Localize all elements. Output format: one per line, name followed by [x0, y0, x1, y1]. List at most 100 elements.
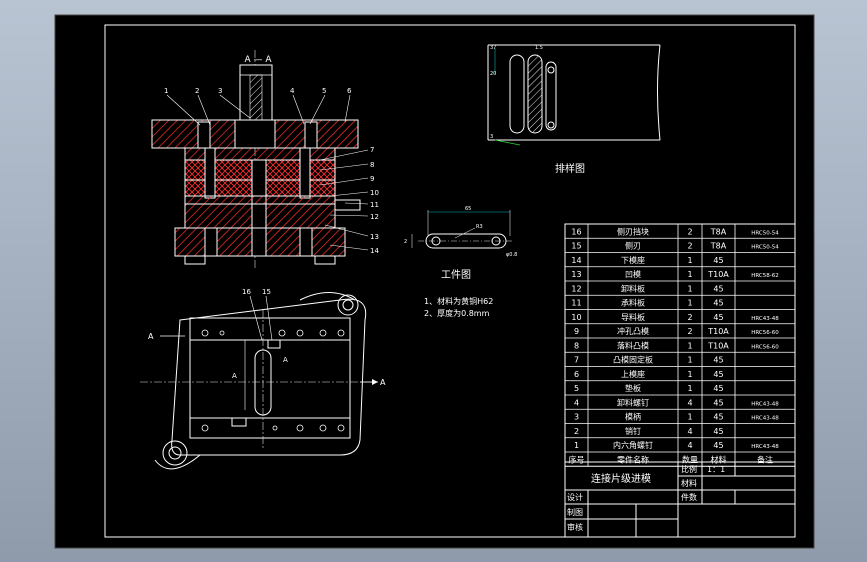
bom-cell-note: HRC43-48 [751, 316, 779, 322]
bom-cell-name: 凸模固定板 [613, 355, 653, 365]
bom-cell-qty: 4 [687, 427, 692, 436]
bom-cell-material: 45 [713, 398, 723, 407]
bom-cell-no: 10 [571, 313, 581, 322]
bom-cell-note: HRC58-62 [751, 273, 779, 279]
balloon-14: 14 [370, 247, 379, 255]
bom-cell-no: 7 [574, 356, 579, 365]
balloon-3: 3 [218, 87, 222, 95]
bom-cell-name: 凹模 [625, 269, 641, 279]
bom-cell-note: HRC56-60 [751, 330, 779, 336]
scale-value: 1：1 [707, 465, 725, 474]
bom-cell-qty: 1 [687, 284, 692, 293]
bom-cell-name: 垫板 [625, 383, 641, 393]
strip-dim-2: 1.5 [535, 45, 543, 51]
bom-header-qty: 数量 [682, 454, 698, 464]
count-label: 件数 [681, 492, 697, 502]
balloon-15: 15 [262, 288, 271, 296]
strip-dim-3: 20 [490, 71, 496, 77]
bom-cell-no: 6 [574, 370, 579, 379]
bom-cell-no: 8 [574, 341, 579, 350]
bom-cell-no: 16 [571, 227, 581, 236]
workpiece-dim-radius: R3 [476, 224, 483, 230]
balloon-4: 4 [290, 87, 295, 95]
bom-cell-name: 销钉 [625, 426, 641, 436]
bom-cell-note: HRC43-48 [751, 401, 779, 407]
bom-cell-name: 落料凸模 [617, 340, 649, 350]
balloon-1: 1 [164, 87, 168, 95]
bom-cell-note: HRC50-54 [751, 230, 779, 236]
bom-cell-no: 5 [574, 384, 579, 393]
balloon-10: 10 [370, 189, 379, 197]
bom-cell-qty: 4 [687, 441, 692, 450]
bom-cell-note: HRC43-48 [751, 444, 779, 450]
material-label: 材料 [681, 478, 697, 488]
design-label: 设计 [567, 492, 583, 502]
bom-cell-no: 4 [574, 398, 579, 407]
workpiece-dim-hole: φ0.8 [506, 252, 517, 258]
bom-cell-material: 45 [713, 384, 723, 393]
bom-cell-material: 45 [713, 256, 723, 265]
bom-cell-no: 12 [571, 284, 581, 293]
section-marker-right: A [380, 378, 386, 387]
bom-cell-no: 15 [571, 242, 581, 251]
bom-cell-qty: 1 [687, 413, 692, 422]
strip-layout: 37 1.5 20 3 排样图 [487, 44, 661, 175]
workpiece-note-1: 1、材料为黄铜H62 [424, 296, 493, 306]
bom-cell-material: T8A [710, 227, 727, 236]
bom-cell-name: 卸料板 [621, 283, 645, 293]
workpiece-title: 工件图 [441, 269, 471, 281]
bom-cell-material: 45 [713, 356, 723, 365]
bom-cell-material: T10A [707, 270, 729, 279]
bom-cell-material: 45 [713, 370, 723, 379]
balloon-9: 9 [370, 175, 374, 183]
bom-cell-no: 1 [574, 441, 579, 450]
bom-cell-qty: 1 [687, 356, 692, 365]
bom-cell-name: 模柄 [625, 412, 641, 422]
bom-cell-note: HRC50-54 [751, 245, 779, 251]
balloon-6: 6 [347, 87, 352, 95]
bom-cell-material: 45 [713, 427, 723, 436]
section-marker-ur: A [283, 356, 288, 364]
bom-cell-qty: 1 [687, 256, 692, 265]
bom-cell-name: 卸料螺钉 [617, 397, 649, 407]
workpiece-dim-length: 65 [465, 206, 471, 212]
section-label: A — A [244, 55, 272, 65]
balloon-5: 5 [322, 87, 326, 95]
bom-cell-name: 冲孔凸模 [617, 326, 649, 336]
bom-cell-no: 3 [574, 413, 579, 422]
bom-cell-qty: 1 [687, 299, 692, 308]
drawing-title: 连接片级进模 [591, 472, 651, 485]
strip-dim-1: 37 [490, 45, 496, 51]
bom-cell-qty: 2 [687, 313, 692, 322]
balloon-16: 16 [242, 288, 251, 296]
bom-cell-material: T10A [707, 327, 729, 336]
sheet-border [54, 14, 815, 549]
strip-dim-4: 3 [490, 134, 493, 140]
scale-label: 比例 [681, 464, 697, 474]
bom-cell-qty: 1 [687, 270, 692, 279]
workpiece-note-2: 2、厚度为0.8mm [424, 308, 490, 318]
balloon-11: 11 [370, 201, 379, 209]
balloon-12: 12 [370, 213, 379, 221]
guide-plate [184, 195, 336, 205]
bom-cell-material: 45 [713, 413, 723, 422]
bom-cell-qty: 1 [687, 341, 692, 350]
bom-cell-material: 45 [713, 284, 723, 293]
section-marker-ul: A [232, 372, 237, 380]
bom-cell-qty: 2 [687, 242, 692, 251]
bom-cell-no: 14 [571, 256, 581, 265]
bom-cell-qty: 2 [687, 327, 692, 336]
section-view: A — A [151, 50, 379, 270]
bom-cell-note: HRC43-48 [751, 416, 779, 422]
bom-cell-name: 导料板 [621, 312, 645, 322]
review-label: 审核 [567, 522, 583, 532]
balloon-8: 8 [370, 161, 374, 169]
bom-cell-name: 侧刃挡块 [617, 226, 649, 236]
workpiece-dim-width: 2 [404, 239, 407, 245]
bom-cell-note: HRC56-60 [751, 344, 779, 350]
bom-header-material: 材料 [711, 454, 727, 464]
drafting-label: 制图 [567, 507, 583, 517]
bom-cell-qty: 2 [687, 227, 692, 236]
bom-header-no: 序号 [569, 454, 585, 464]
